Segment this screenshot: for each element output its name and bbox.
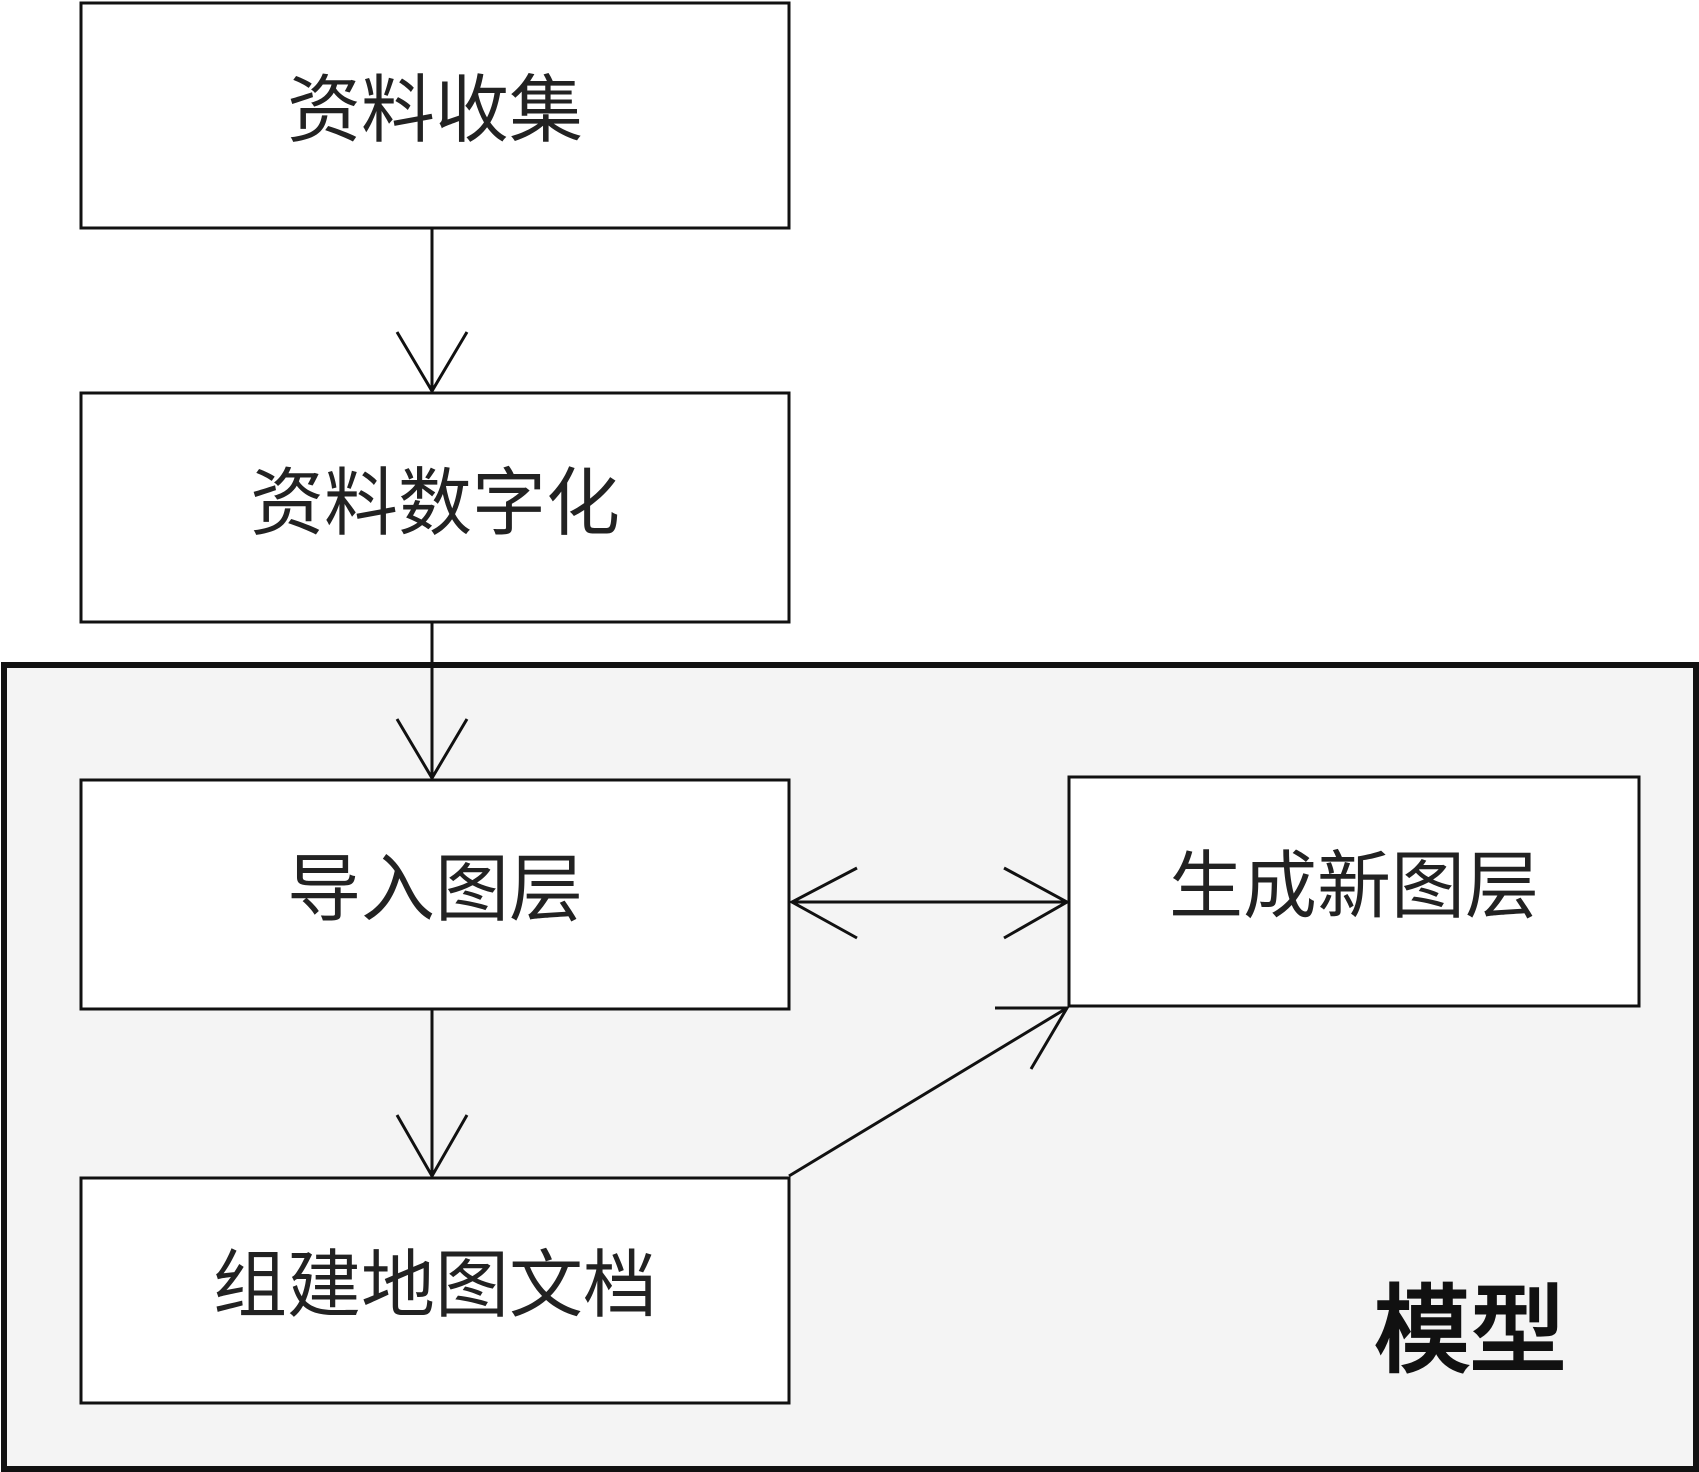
node-new-layer-label: 生成新图层 xyxy=(1169,844,1539,930)
arrow-import-new-bidirectional xyxy=(788,866,1071,940)
node-collect: 资料收集 xyxy=(79,1,791,230)
node-build-doc: 组建地图文档 xyxy=(79,1176,791,1405)
node-digitize-label: 资料数字化 xyxy=(250,461,620,547)
arrow-import-to-build xyxy=(395,1009,469,1180)
node-digitize: 资料数字化 xyxy=(79,391,791,624)
arrow-build-to-new xyxy=(788,1006,1070,1178)
node-import-layer-label: 导入图层 xyxy=(287,847,583,933)
node-collect-label: 资料收集 xyxy=(287,68,583,154)
arrow-digitize-to-import xyxy=(395,622,469,781)
arrow-collect-to-digitize xyxy=(395,228,469,394)
node-import-layer: 导入图层 xyxy=(79,778,791,1011)
node-new-layer: 生成新图层 xyxy=(1067,775,1641,1008)
model-group-label: 模型 xyxy=(1374,1275,1566,1387)
node-build-doc-label: 组建地图文档 xyxy=(213,1243,657,1329)
